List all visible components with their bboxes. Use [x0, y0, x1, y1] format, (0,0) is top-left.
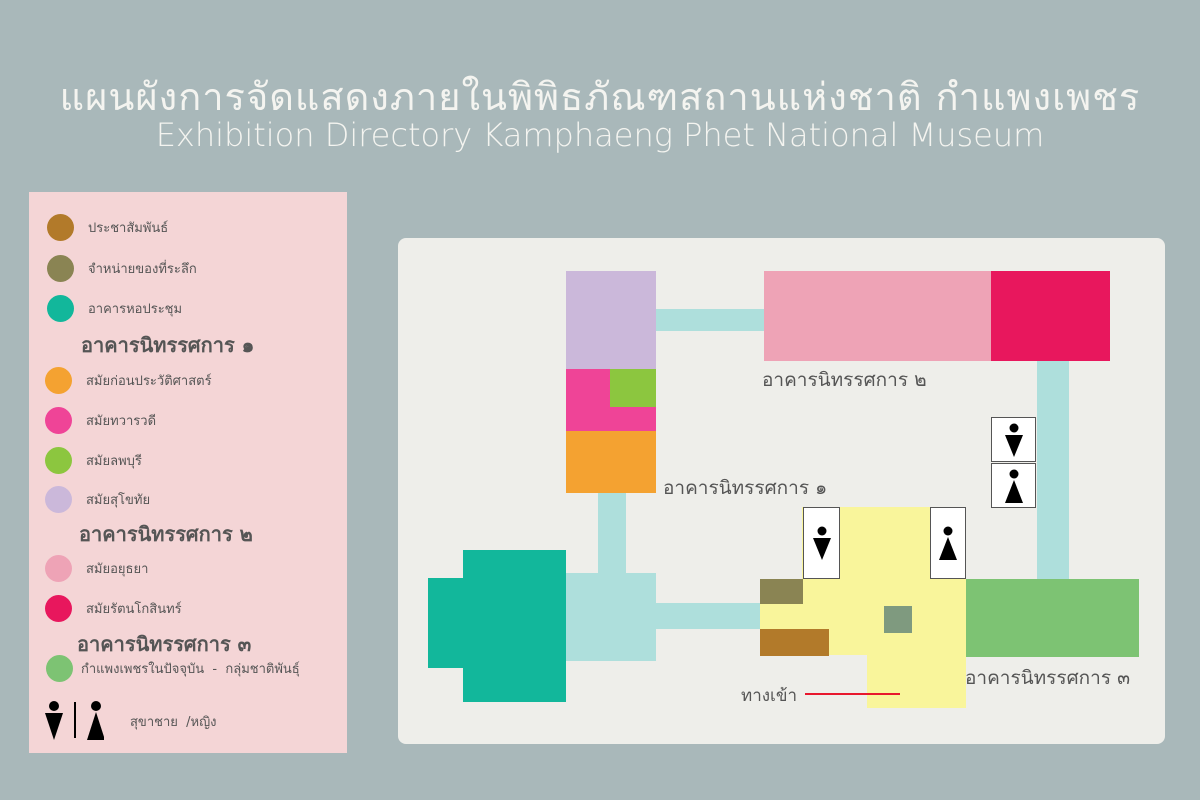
room-present-day-ethnic[interactable] [966, 579, 1139, 657]
legend-restroom: สุขาชาย /หญิง [44, 700, 217, 742]
lobby [867, 655, 966, 708]
legend-item: กำแพงเพชรในปัจจุบัน - กลุ่มชาติพันธุ์ [46, 655, 300, 682]
legend-label: สมัยก่อนประวัติศาสตร์ [86, 374, 212, 389]
legend-item: สมัยก่อนประวัติศาสตร์ [45, 367, 212, 394]
legend-label: สมัยสุโขทัย [86, 493, 151, 508]
legend-item: อาคารหอประชุม [47, 295, 182, 322]
legend-item: ประชาสัมพันธ์ [47, 214, 168, 241]
corridor [566, 573, 656, 661]
legend-heading-3: อาคารนิทรรศการ ๓ [77, 632, 252, 656]
building-3-label: อาคารนิทรรศการ ๓ [965, 667, 1131, 689]
legend-heading-2: อาคารนิทรรศการ ๒ [79, 522, 253, 546]
legend-label: จำหน่ายของที่ระลึก [88, 262, 197, 277]
auditorium[interactable] [463, 550, 566, 702]
building-1-label: อาคารนิทรรศการ ๑ [663, 477, 828, 499]
entrance-marker-line [805, 693, 900, 695]
female-icon [939, 526, 957, 560]
room-prehistoric[interactable] [566, 431, 656, 493]
legend-label: สมัยรัตนโกสินทร์ [86, 602, 182, 617]
restroom-female[interactable] [930, 507, 966, 579]
room-sukhothai[interactable] [566, 271, 656, 369]
legend-label: สมัยทวารวดี [86, 414, 157, 429]
souvenir-shop[interactable] [760, 579, 803, 604]
legend-label: กำแพงเพชรในปัจจุบัน - กลุ่มชาติพันธุ์ [81, 662, 300, 677]
restroom-female[interactable] [991, 463, 1036, 508]
information-desk[interactable] [760, 629, 829, 656]
color-dot-icon [45, 407, 72, 434]
lobby-pillar [884, 606, 912, 633]
room-rattanakosin[interactable] [991, 271, 1110, 361]
male-icon [1004, 423, 1023, 457]
color-dot-icon [47, 295, 74, 322]
legend-label: ประชาสัมพันธ์ [88, 221, 169, 236]
color-dot-icon [46, 655, 73, 682]
legend-item: สมัยอยุธยา [45, 555, 148, 582]
color-dot-icon [47, 255, 74, 282]
restroom-male[interactable] [991, 417, 1036, 462]
corridor [1037, 361, 1069, 579]
corridor [656, 603, 760, 629]
female-icon [1004, 469, 1023, 503]
building-2-label: อาคารนิทรรศการ ๒ [762, 369, 927, 391]
color-dot-icon [45, 486, 72, 513]
room-ayutthaya[interactable] [764, 271, 991, 361]
color-dot-icon [45, 555, 72, 582]
title-thai: แผนผังการจัดแสดงภายในพิพิธภัณฑสถานแห่งชา… [59, 75, 1141, 119]
legend-item: สมัยรัตนโกสินทร์ [45, 595, 182, 622]
legend-panel: ประชาสัมพันธ์ จำหน่ายของที่ระลึก อาคารหอ… [29, 192, 347, 753]
male-icon [812, 526, 831, 560]
legend-item: สมัยลพบุรี [45, 447, 142, 474]
color-dot-icon [45, 595, 72, 622]
restroom-male[interactable] [803, 507, 840, 579]
color-dot-icon [45, 447, 72, 474]
legend-heading-1: อาคารนิทรรศการ ๑ [81, 333, 255, 357]
legend-label: อาคารหอประชุม [88, 302, 183, 317]
legend-label: สมัยลพบุรี [86, 454, 142, 469]
corridor [656, 309, 764, 331]
title-english: Exhibition Directory Kamphaeng Phet Nati… [155, 116, 1045, 154]
legend-label: สุขาชาย /หญิง [130, 714, 217, 730]
room-lopburi[interactable] [610, 369, 656, 407]
legend-item: จำหน่ายของที่ระลึก [47, 255, 197, 282]
corridor [598, 493, 626, 573]
legend-item: สมัยทวารวดี [45, 407, 156, 434]
color-dot-icon [47, 214, 74, 241]
color-dot-icon [45, 367, 72, 394]
legend-label: สมัยอยุธยา [86, 562, 149, 577]
legend-item: สมัยสุโขทัย [45, 486, 150, 513]
restroom-male-female-icon [45, 701, 104, 740]
entrance-label: ทางเข้า [741, 686, 798, 706]
